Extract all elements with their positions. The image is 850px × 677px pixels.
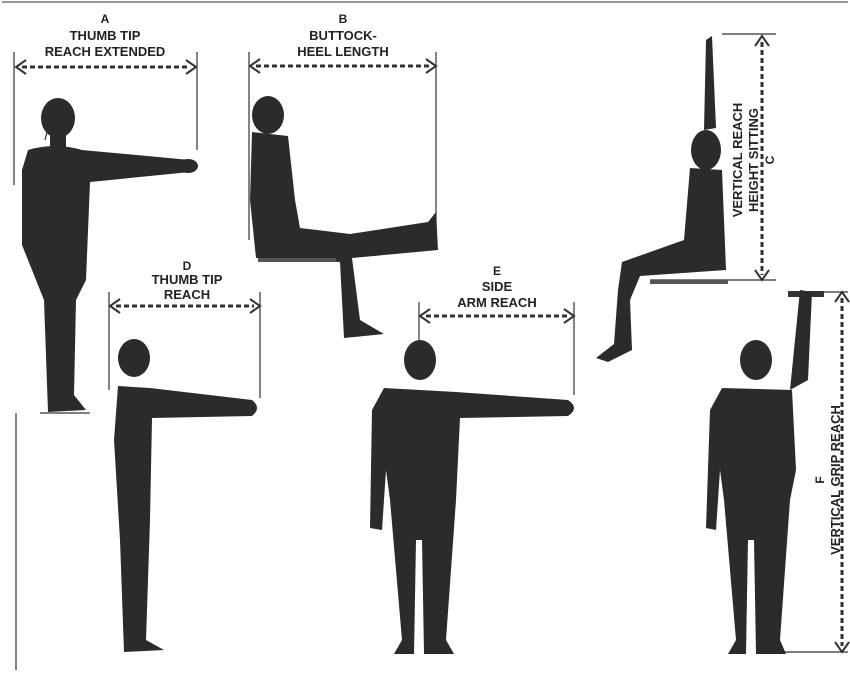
label-b-line1: BUTTOCK- <box>309 28 377 43</box>
figure-e <box>370 340 574 654</box>
label-c-line1: VERTICAL REACH <box>730 103 745 218</box>
arrow-right-d <box>250 299 260 313</box>
label-a-letter: A <box>101 12 110 26</box>
label-e-line2: ARM REACH <box>457 295 536 310</box>
measurement-d: D THUMB TIP REACH <box>109 259 260 652</box>
measurement-f: F VERTICAL GRIP REACH <box>706 290 849 654</box>
figure-d <box>114 339 257 652</box>
label-b-line2: HEEL LENGTH <box>297 44 389 59</box>
label-a-line1: THUMB TIP <box>70 28 141 43</box>
measurement-e: E SIDE ARM REACH <box>370 264 574 654</box>
label-c-letter: C <box>763 155 777 164</box>
figure-f <box>706 290 812 654</box>
label-d-line1: THUMB TIP <box>152 272 223 287</box>
label-f-letter: F <box>813 476 827 483</box>
label-e-line1: SIDE <box>482 279 513 294</box>
measurement-b: B BUTTOCK- HEEL LENGTH <box>249 12 438 338</box>
label-c-line2: HEIGHT SITTING <box>746 108 761 212</box>
figure-a <box>22 98 198 412</box>
label-b-letter: B <box>339 12 348 26</box>
figure-c <box>596 36 726 362</box>
arrow-right-a <box>186 60 196 74</box>
measurement-a: A THUMB TIP REACH EXTENDED <box>14 12 198 413</box>
measurement-c: VERTICAL REACH HEIGHT SITTING C <box>596 34 777 362</box>
label-a-line2: REACH EXTENDED <box>45 44 166 59</box>
figure-b <box>250 96 438 338</box>
label-d-letter: D <box>183 259 192 273</box>
label-e-letter: E <box>493 264 501 278</box>
label-d-line2: REACH <box>164 287 210 302</box>
